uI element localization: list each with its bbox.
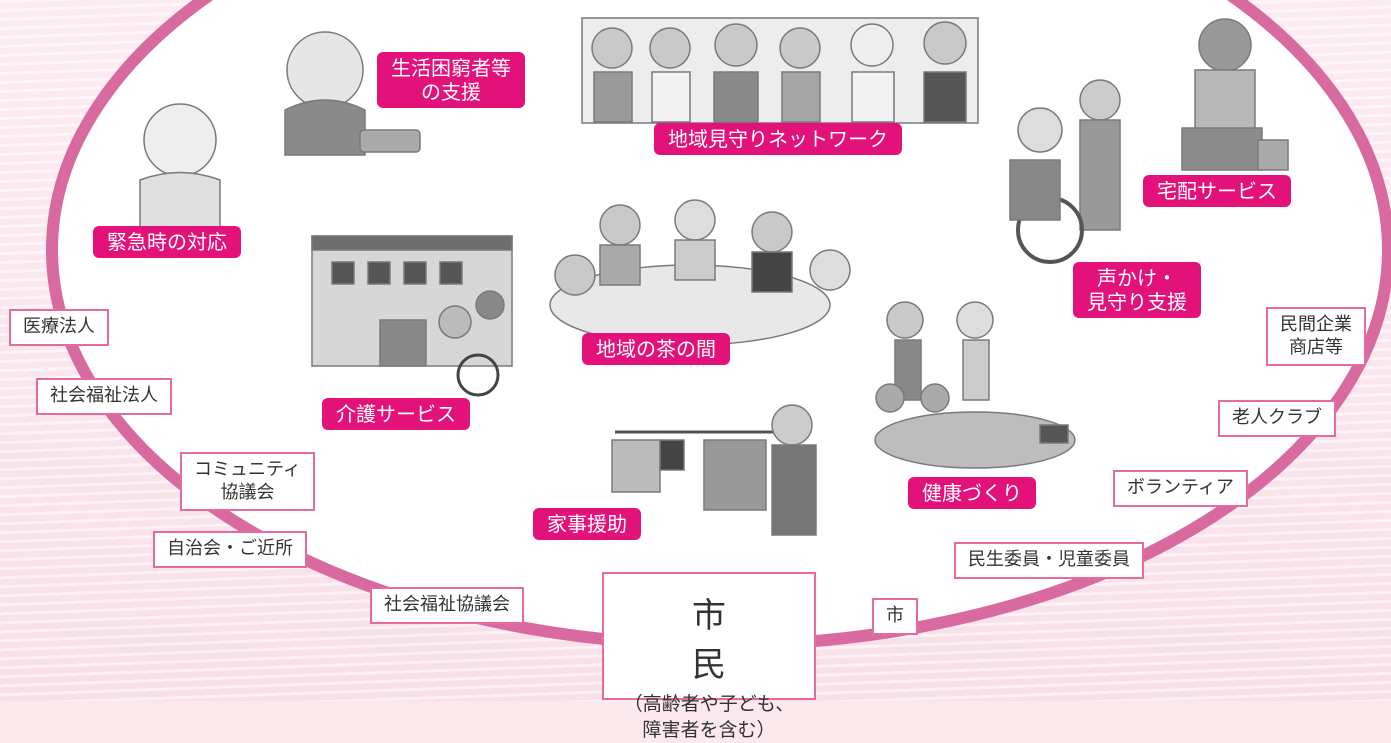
community-people-illustration [581,17,979,124]
exercise-illustration [874,301,1076,469]
care-service-label: 介護サービス [322,398,470,430]
illustrations [139,17,1289,536]
elder-club-label: 老人クラブ [1218,400,1336,437]
care-facility-illustration [311,235,513,397]
medical-corporation-label: 医療法人 [9,309,109,346]
health-promotion-label: 健康づくり [908,477,1036,509]
emergency-response-label: 緊急時の対応 [93,226,241,258]
private-business-label: 民間企業 商店等 [1266,307,1366,366]
needy-support-label: 生活困窮者等 の支援 [377,52,525,108]
volunteer-label: ボランティア [1113,470,1248,507]
social-welfare-council-label: 社会福祉協議会 [370,587,524,624]
neighborhood-association-label: 自治会・ご近所 [153,531,307,568]
nurse-illustration [139,103,221,231]
delivery-service-label: 宅配サービス [1143,175,1291,207]
housework-help-label: 家事援助 [533,508,641,540]
citizens-title: 市 民 [692,596,820,685]
operator-illustration [284,31,421,156]
network-ring [46,0,1391,651]
commissioners-label: 民生委員・児童委員 [954,542,1144,579]
citizens-subtitle: （高齢者や子ども、 障害者を含む） [623,693,795,741]
citizens-box: 市 民 （高齢者や子ども、 障害者を含む） [602,572,820,741]
laundry-illustration [611,404,817,536]
community-tea-label: 地域の茶の間 [582,333,730,365]
city-label: 市 [872,598,918,635]
delivery-illustration [1181,18,1289,171]
wheelchair-illustration [1009,79,1121,264]
watch-network-label: 地域見守りネットワーク [654,123,902,155]
community-council-label: コミュニティ 協議会 [180,452,315,511]
social-welfare-corporation-label: 社会福祉法人 [36,378,172,415]
tea-gathering-illustration [549,199,851,346]
watch-support-label: 声かけ・ 見守り支援 [1073,262,1201,318]
